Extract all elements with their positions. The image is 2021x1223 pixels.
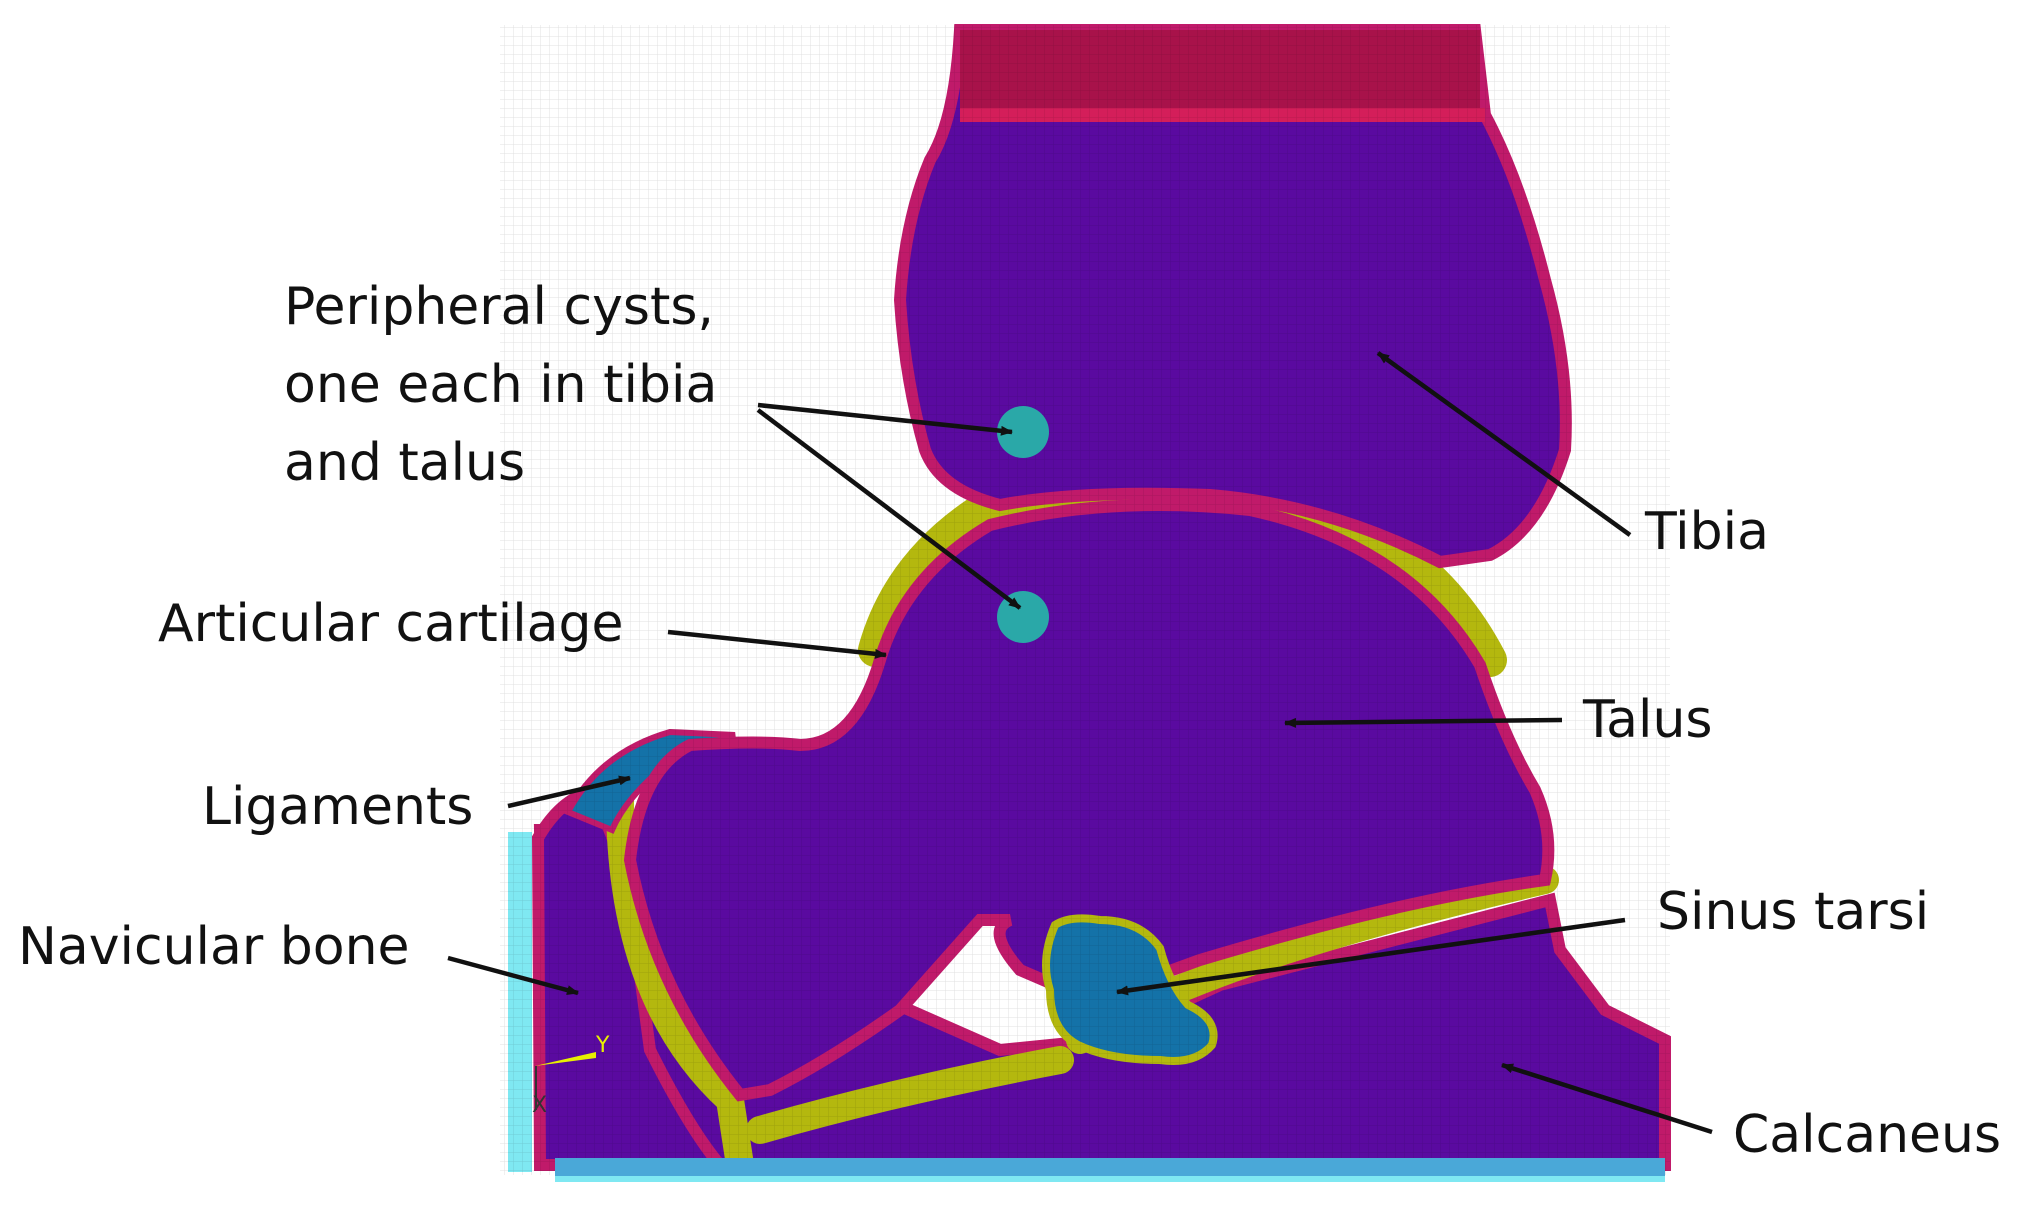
arrow-cyst-talus bbox=[756, 408, 1022, 610]
arrow-ligaments bbox=[507, 775, 631, 809]
boundary-condition-bottom bbox=[555, 1158, 1665, 1180]
arrow-cyst-tibia bbox=[757, 402, 1013, 436]
label-talus: Talus bbox=[1583, 690, 1713, 750]
axis-x-label: X bbox=[532, 1093, 547, 1118]
arrow-sinus-tarsi bbox=[1116, 917, 1626, 996]
arrow-navicular bbox=[447, 955, 579, 996]
tibia-top-edge bbox=[960, 108, 1485, 122]
boundary-condition-left bbox=[508, 832, 532, 1172]
arrow-calcaneus bbox=[1501, 1062, 1713, 1135]
leader-arrows bbox=[447, 351, 1713, 1135]
label-peripheral-cysts: Peripheral cysts, one each in tibia and … bbox=[284, 277, 718, 493]
cyst-tibia bbox=[997, 406, 1049, 458]
axis-y-label: Y bbox=[595, 1033, 610, 1058]
label-sinus-tarsi: Sinus tarsi bbox=[1657, 882, 1930, 942]
label-ligaments: Ligaments bbox=[202, 777, 474, 837]
arrow-talus bbox=[1284, 717, 1563, 728]
arrow-tibia bbox=[1376, 351, 1632, 537]
label-tibia: Tibia bbox=[1645, 502, 1769, 562]
label-navicular-bone: Navicular bone bbox=[18, 917, 410, 977]
label-calcaneus: Calcaneus bbox=[1733, 1105, 2002, 1165]
arrow-articular-cartilage bbox=[667, 629, 887, 659]
axis-triad: Y X bbox=[532, 1033, 610, 1118]
boundary-condition-bottom-edge bbox=[555, 1176, 1665, 1182]
label-articular-cartilage: Articular cartilage bbox=[158, 594, 624, 654]
